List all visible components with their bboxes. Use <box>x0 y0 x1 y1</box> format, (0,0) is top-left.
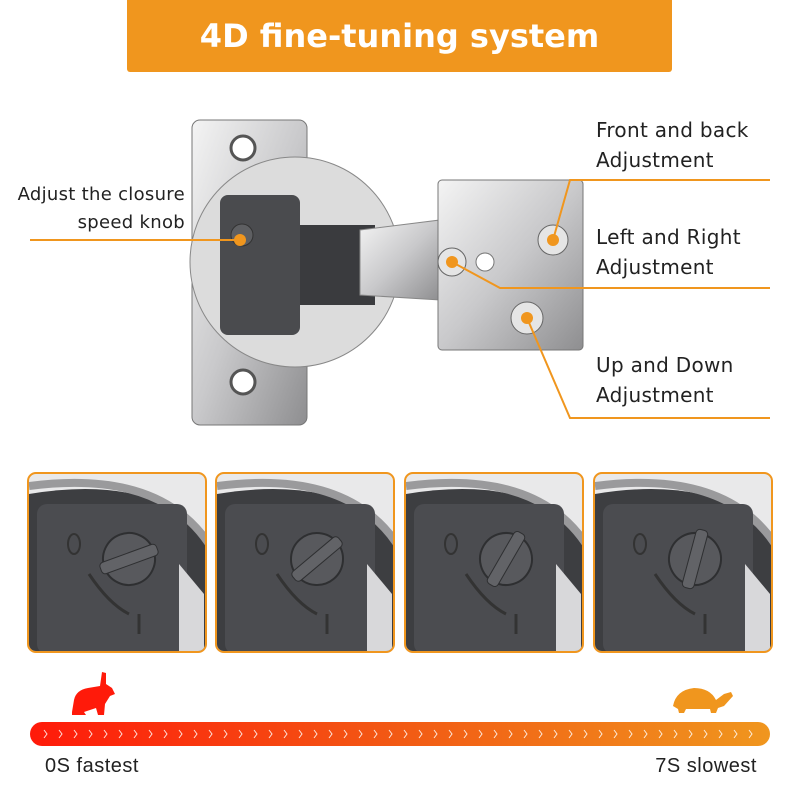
chevron-mark <box>673 729 678 739</box>
chevron-mark <box>193 729 198 739</box>
title: 4D fine-tuning system <box>199 17 600 55</box>
slowest-label: 7S slowest <box>655 755 757 777</box>
chevron-mark <box>748 729 753 739</box>
callout-lines <box>30 179 770 419</box>
chevron-mark <box>388 729 393 739</box>
chevron-mark <box>298 729 303 739</box>
label-line: Left and Right <box>596 225 741 249</box>
speed-setting-thumbnail <box>404 472 584 653</box>
label-line: Adjustment <box>596 255 714 279</box>
chevron-mark <box>238 729 243 739</box>
chevron-mark <box>688 729 693 739</box>
label-line: Adjustment <box>596 383 714 407</box>
hinge-arm <box>359 179 584 351</box>
chevron-mark <box>493 729 498 739</box>
chevron-mark <box>163 729 168 739</box>
chevron-mark <box>538 729 543 739</box>
chevron-mark <box>403 729 408 739</box>
left-right-label: Left and Right Adjustment <box>596 222 741 282</box>
chevron-mark <box>118 729 123 739</box>
chevron-mark <box>178 729 183 739</box>
chevron-mark <box>568 729 573 739</box>
label-line: speed knob <box>77 212 185 233</box>
chevron-mark <box>598 729 603 739</box>
knob-closeup <box>595 478 771 651</box>
chevron-mark <box>283 729 288 739</box>
chevron-mark <box>463 729 468 739</box>
speed-bar <box>30 722 770 746</box>
chevron-mark <box>223 729 228 739</box>
up-down-label: Up and Down Adjustment <box>596 350 734 410</box>
chevron-mark <box>418 729 423 739</box>
knob-closeup <box>29 478 205 651</box>
chevron-mark <box>373 729 378 739</box>
chevron-mark <box>733 729 738 739</box>
chevron-mark <box>658 729 663 739</box>
front-back-label: Front and back Adjustment <box>596 115 749 175</box>
speed-knob-icon <box>479 530 533 588</box>
turtle-icon <box>673 688 733 713</box>
chevron-mark <box>88 729 93 739</box>
chevron-mark <box>313 729 318 739</box>
chevron-mark <box>253 729 258 739</box>
knob-closeup <box>217 478 393 651</box>
chevron-mark <box>208 729 213 739</box>
chevron-mark <box>508 729 513 739</box>
chevron-mark <box>73 729 78 739</box>
speed-setting-thumbnail <box>593 472 773 653</box>
knob-label: Adjust the closure speed knob <box>18 181 185 237</box>
chevron-mark <box>58 729 63 739</box>
chevron-mark <box>628 729 633 739</box>
chevron-mark <box>583 729 588 739</box>
title-banner: 4D fine-tuning system <box>127 0 672 72</box>
chevron-mark <box>148 729 153 739</box>
chevron-mark <box>358 729 363 739</box>
fastest-label: 0S fastest <box>45 755 139 777</box>
speed-setting-thumbnail <box>27 472 207 653</box>
label-line: Adjustment <box>596 148 714 172</box>
label-line: Up and Down <box>596 353 734 377</box>
chevron-mark <box>43 729 48 739</box>
chevron-mark <box>553 729 558 739</box>
speed-knob-icon <box>668 528 722 590</box>
chevron-mark <box>328 729 333 739</box>
chevron-mark <box>433 729 438 739</box>
speed-setting-thumbnail <box>215 472 395 653</box>
speed-knob-icon <box>99 532 159 586</box>
chevron-mark <box>643 729 648 739</box>
chevron-mark <box>703 729 708 739</box>
knob-closeup <box>406 478 582 651</box>
label-line: Adjust the closure <box>17 184 185 205</box>
chevron-mark <box>478 729 483 739</box>
chevron-mark <box>268 729 273 739</box>
chevron-mark <box>133 729 138 739</box>
chevron-mark <box>343 729 348 739</box>
chevron-mark <box>523 729 528 739</box>
rabbit-icon <box>72 672 115 715</box>
chevron-mark <box>718 729 723 739</box>
chevron-mark <box>613 729 618 739</box>
speed-knob-icon <box>290 532 344 586</box>
chevron-mark <box>448 729 453 739</box>
label-line: Front and back <box>596 118 749 142</box>
chevron-mark <box>103 729 108 739</box>
